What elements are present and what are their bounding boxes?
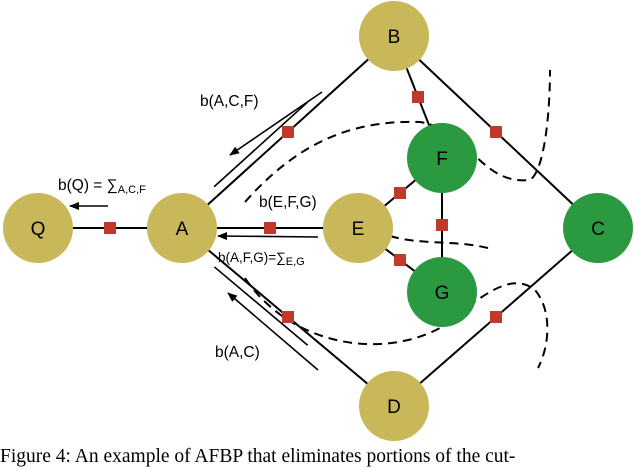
node-c-circle	[563, 193, 633, 263]
factor-square-b-f	[412, 91, 424, 103]
cut-curves	[244, 69, 551, 369]
node-q: Q	[3, 193, 73, 263]
factor-graph-diagram: Q A B D E F G C b(Q) = ∑A,C,F b(A,C,F) b(E,F,G)…	[3, 1, 633, 441]
message-b-a-c: b(A,C)	[215, 344, 260, 361]
factor-squares	[104, 91, 502, 323]
factor-square-b-c	[490, 126, 502, 138]
arrow-b-a-c-f	[229, 91, 323, 156]
node-d-circle	[359, 371, 429, 441]
factor-square-a-d	[282, 311, 294, 323]
message-arrows	[69, 91, 323, 371]
node-g-label: G	[435, 283, 450, 304]
arrow-b-e-f-g	[217, 232, 319, 241]
graph-edges	[38, 35, 599, 407]
factor-square-q-a	[104, 222, 116, 234]
node-c: C	[563, 193, 633, 263]
figure-caption: Figure 4: An example of AFBP that elimin…	[0, 446, 516, 467]
factor-square-f-g	[436, 219, 448, 231]
node-b-circle	[359, 1, 429, 71]
node-c-label: C	[591, 219, 605, 240]
node-e-label: E	[352, 219, 365, 240]
arrow-b-a-c	[227, 292, 319, 371]
node-q-circle	[3, 193, 73, 263]
node-g-circle	[407, 257, 477, 327]
cut-curve-lower	[244, 277, 549, 369]
message-b-a-f-g: b(A,F,G)=∑E,G	[218, 250, 305, 268]
parallel-edge-a-d	[213, 266, 309, 346]
node-d: D	[359, 371, 429, 441]
node-e: E	[323, 193, 393, 263]
message-b-e-f-g: b(E,F,G)	[259, 194, 317, 211]
message-b-q: b(Q) = ∑A,C,F	[58, 177, 146, 196]
node-e-circle	[323, 193, 393, 263]
node-f-label: F	[436, 149, 448, 170]
factor-square-e-g	[394, 254, 406, 266]
node-d-label: D	[387, 397, 401, 418]
node-b-label: B	[388, 27, 401, 48]
node-g: G	[407, 257, 477, 327]
factor-square-e-f	[394, 187, 406, 199]
factor-square-d-c	[490, 311, 502, 323]
cut-curve-middle	[389, 235, 489, 249]
factor-square-a-b	[282, 126, 294, 138]
factor-square-a-e	[264, 222, 276, 234]
node-f-circle	[407, 123, 477, 193]
node-a: A	[147, 193, 217, 263]
message-labels: b(Q) = ∑A,C,F b(A,C,F) b(E,F,G) b(A,F,G)…	[58, 93, 317, 361]
node-f: F	[407, 123, 477, 193]
node-a-label: A	[176, 219, 189, 240]
graph-nodes: Q A B D E F G C	[3, 1, 633, 441]
message-b-a-c-f: b(A,C,F)	[200, 93, 259, 110]
node-q-label: Q	[31, 219, 46, 240]
parallel-edge-a-b	[213, 101, 308, 188]
node-a-circle	[147, 193, 217, 263]
node-b: B	[359, 1, 429, 71]
